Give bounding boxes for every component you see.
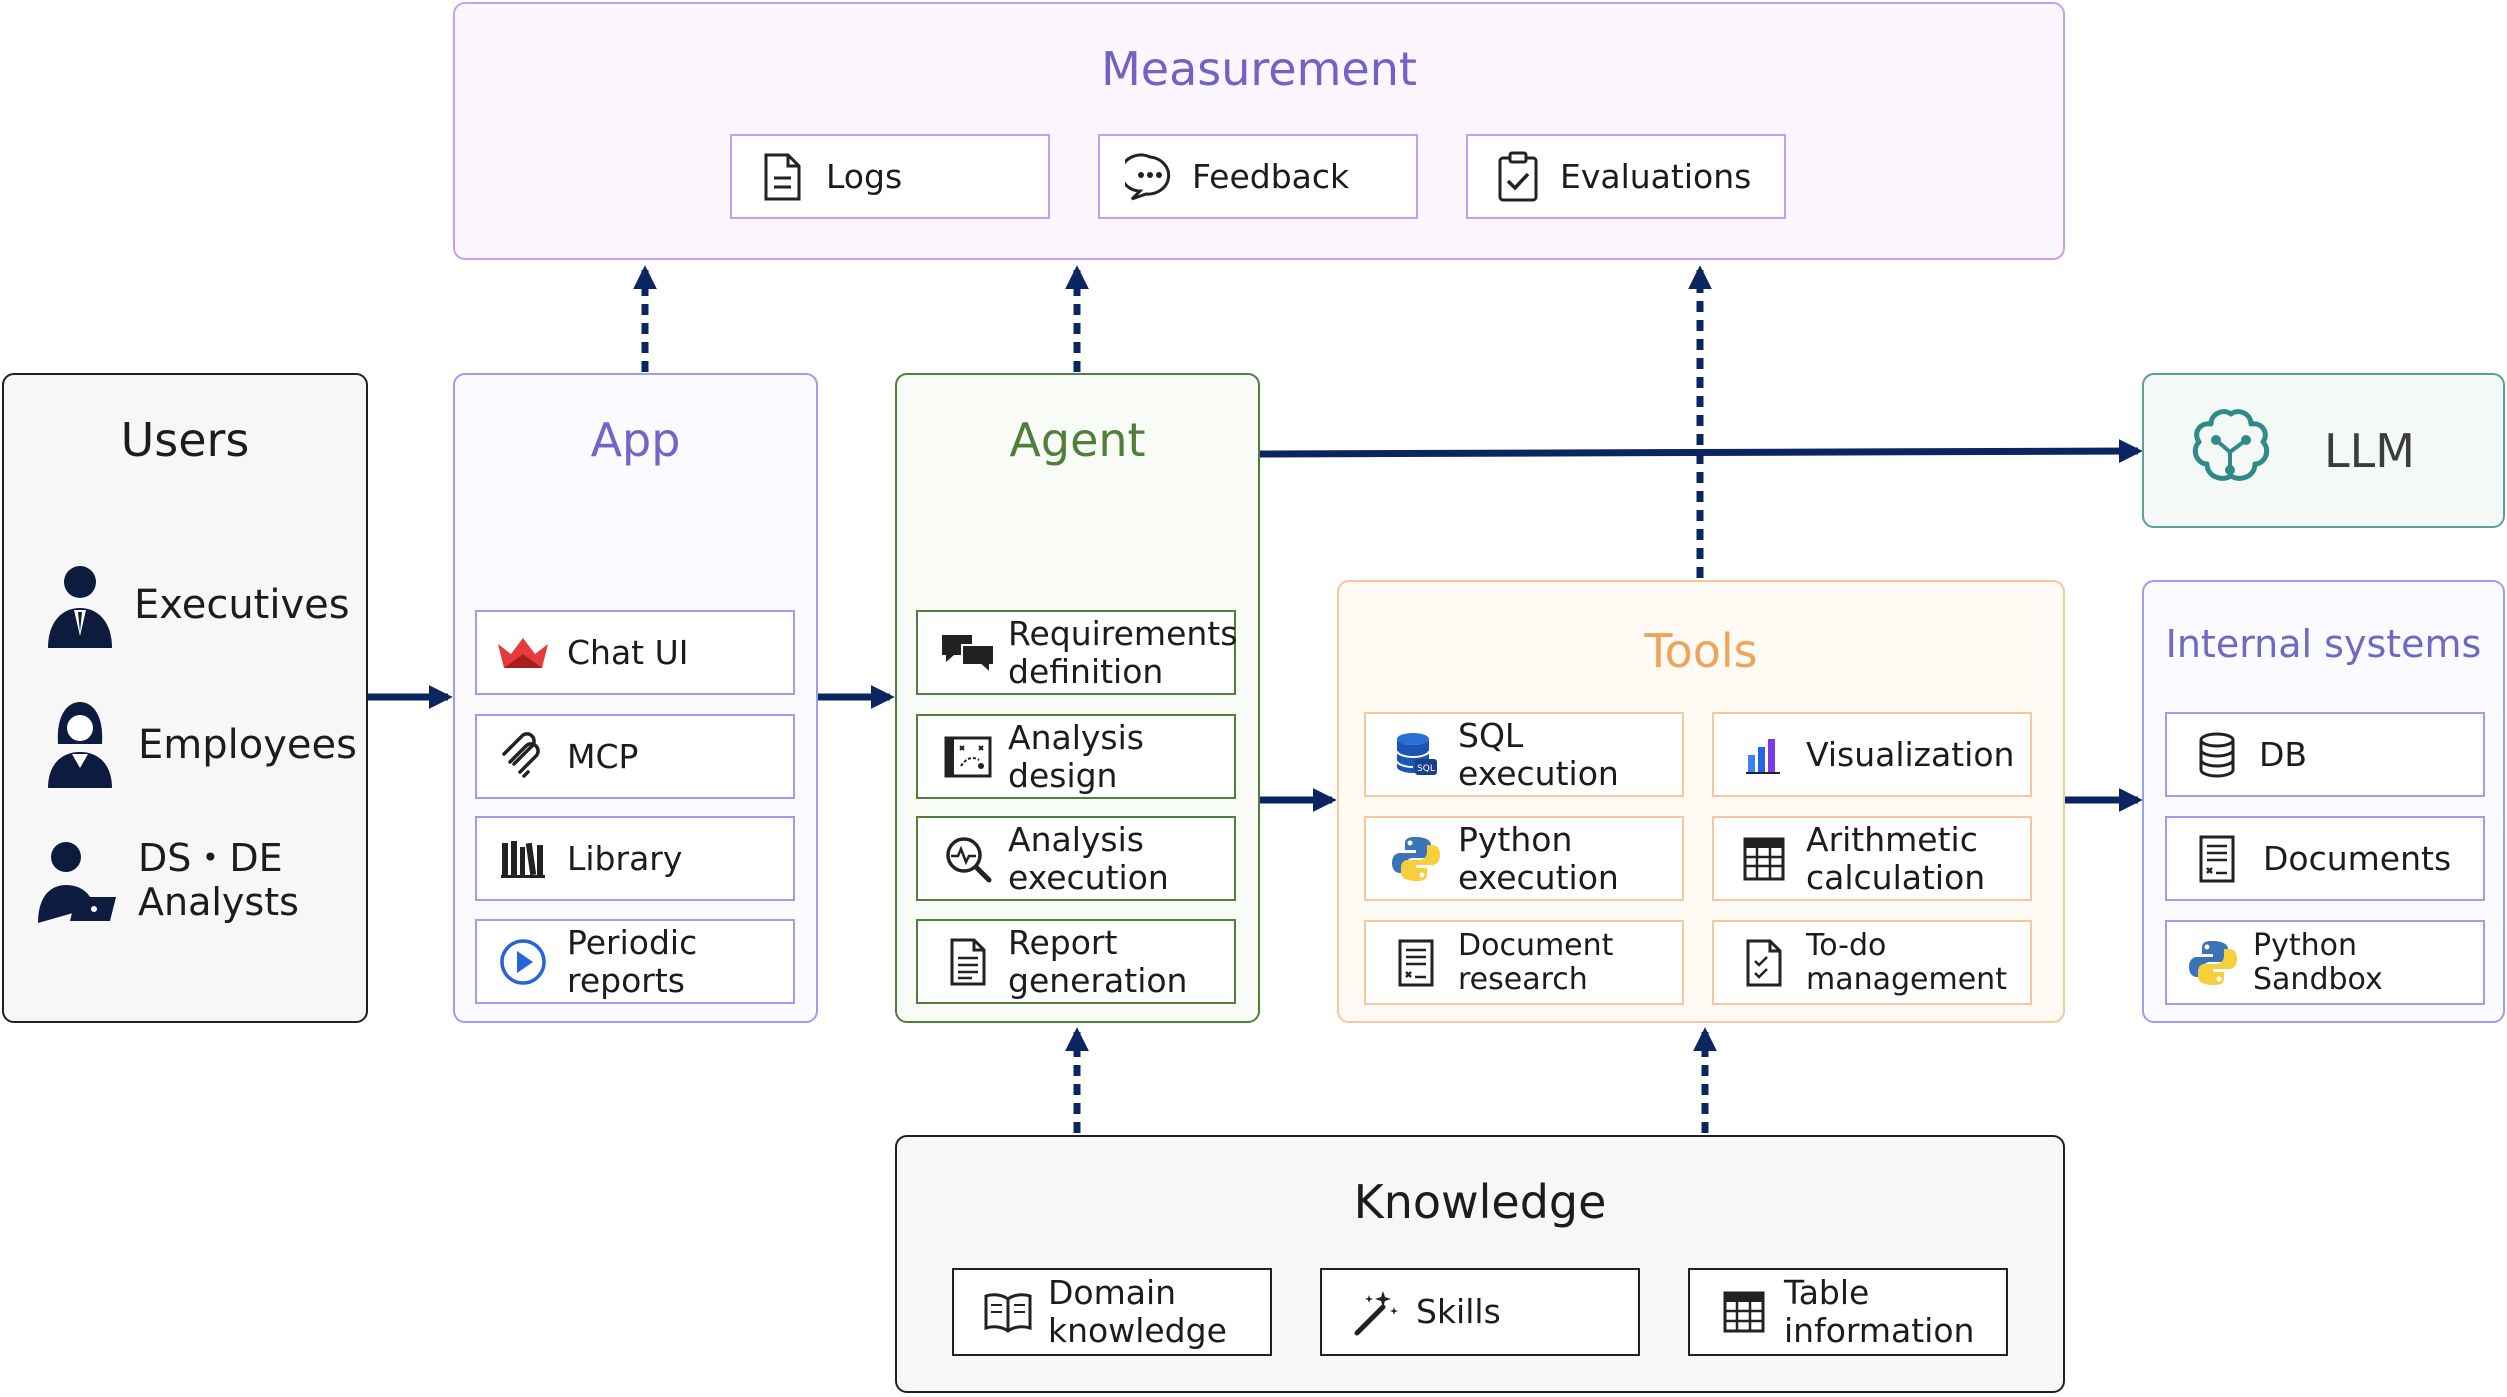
agent-item-analysis-design[interactable]: Analysis design <box>916 714 1236 799</box>
tools-label-sql: SQL execution <box>1458 715 1619 793</box>
table-grid-icon <box>1714 1282 1774 1342</box>
knowledge-item-domain[interactable]: Domain knowledge <box>952 1268 1272 1356</box>
play-circle-icon <box>493 932 553 992</box>
blueprint-icon <box>938 727 998 787</box>
llm-title: LLM <box>2324 423 2415 478</box>
user-label-employees: Employees <box>138 722 357 768</box>
internal-label-db: DB <box>2259 734 2308 774</box>
measurement-item-logs[interactable]: Logs <box>730 134 1050 219</box>
tools-title: Tools <box>1644 624 1758 678</box>
agent-label-analysis-design: Analysis design <box>1008 717 1144 795</box>
document-lines-icon <box>752 147 812 207</box>
measurement-item-feedback[interactable]: Feedback <box>1098 134 1418 219</box>
employee-person-icon <box>40 700 120 790</box>
measurement-label-evaluations: Evaluations <box>1560 156 1752 196</box>
user-label-analysts: DS・DE Analysts <box>138 836 299 924</box>
internal-item-db[interactable]: DB <box>2165 712 2485 797</box>
measurement-panel: Measurement <box>453 2 2065 260</box>
internal-label-documents: Documents <box>2263 838 2452 878</box>
agent-item-analysis-execution[interactable]: Analysis execution <box>916 816 1236 901</box>
knowledge-title: Knowledge <box>1353 1175 1607 1229</box>
magic-wand-icon <box>1346 1282 1406 1342</box>
app-item-mcp[interactable]: MCP <box>475 714 795 799</box>
knowledge-label-domain: Domain knowledge <box>1048 1273 1227 1350</box>
measurement-item-evaluations[interactable]: Evaluations <box>1466 134 1786 219</box>
document-form-icon <box>1386 933 1446 993</box>
tools-label-document-research: Document research <box>1458 927 1614 997</box>
knowledge-label-skills: Skills <box>1416 1292 1501 1331</box>
python-logo-icon <box>1386 829 1446 889</box>
analyst-laptop-icon <box>36 835 120 925</box>
user-employees: Employees <box>40 700 357 790</box>
tools-label-visualization: Visualization <box>1806 734 2015 774</box>
app-item-library[interactable]: Library <box>475 816 795 901</box>
chat-bubble-icon <box>1120 147 1180 207</box>
measurement-title: Measurement <box>1101 42 1417 96</box>
measurement-label-feedback: Feedback <box>1192 156 1350 196</box>
knowledge-item-skills[interactable]: Skills <box>1320 1268 1640 1356</box>
users-panel: Users <box>2 373 368 1023</box>
tools-item-arithmetic[interactable]: Arithmetic calculation <box>1712 816 2032 901</box>
mcp-logo-icon <box>493 727 553 787</box>
agent-label-analysis-execution: Analysis execution <box>1008 819 1169 897</box>
document-form-icon <box>2187 829 2247 889</box>
app-panel: App <box>453 373 818 1023</box>
executive-person-icon <box>40 560 120 650</box>
tools-item-python[interactable]: Python execution <box>1364 816 1684 901</box>
app-label-mcp: MCP <box>567 736 639 776</box>
agent-title: Agent <box>1009 413 1146 467</box>
tools-item-todo[interactable]: To-do management <box>1712 920 2032 1005</box>
tools-item-sql[interactable]: SQL SQL execution <box>1364 712 1684 797</box>
app-label-periodic-reports: Periodic reports <box>567 922 698 1000</box>
library-books-icon <box>493 829 553 889</box>
users-title: Users <box>120 413 250 467</box>
measurement-label-logs: Logs <box>826 156 903 196</box>
user-label-executives: Executives <box>134 582 350 628</box>
app-item-chat-ui[interactable]: Chat UI <box>475 610 795 695</box>
knowledge-label-table: Table information <box>1784 1273 1975 1350</box>
app-label-library: Library <box>567 838 683 878</box>
agent-item-report-generation[interactable]: Report generation <box>916 919 1236 1004</box>
app-label-chat-ui: Chat UI <box>567 632 689 672</box>
agent-panel: Agent <box>895 373 1260 1023</box>
internal-item-python-sandbox[interactable]: Python Sandbox <box>2165 920 2485 1005</box>
agent-label-requirements: Requirements definition <box>1008 613 1238 691</box>
tools-item-document-research[interactable]: Document research <box>1364 920 1684 1005</box>
internal-item-documents[interactable]: Documents <box>2165 816 2485 901</box>
tools-label-todo: To-do management <box>1806 927 2007 997</box>
agent-item-requirements[interactable]: Requirements definition <box>916 610 1238 695</box>
clipboard-check-icon <box>1488 147 1548 207</box>
sql-database-icon: SQL <box>1386 725 1446 785</box>
speech-bubbles-icon <box>938 623 998 683</box>
checklist-icon <box>1734 933 1794 993</box>
knowledge-item-table[interactable]: Table information <box>1688 1268 2008 1356</box>
open-book-icon <box>978 1282 1038 1342</box>
magnifier-pulse-icon <box>938 829 998 889</box>
tools-label-python: Python execution <box>1458 819 1619 897</box>
arrow-agent-to-llm <box>1259 439 2143 463</box>
llm-panel[interactable]: LLM <box>2142 373 2505 528</box>
svg-text:SQL: SQL <box>1417 764 1435 774</box>
python-logo-icon <box>2183 933 2243 993</box>
app-title: App <box>590 413 681 467</box>
calculator-grid-icon <box>1734 829 1794 889</box>
agent-label-report-generation: Report generation <box>1008 922 1188 1000</box>
user-analysts: DS・DE Analysts <box>36 835 299 925</box>
tools-item-visualization[interactable]: Visualization <box>1712 712 2032 797</box>
database-icon <box>2187 725 2247 785</box>
user-executives: Executives <box>40 560 350 650</box>
brain-circuit-icon <box>2186 406 2276 496</box>
internal-systems-title: Internal systems <box>2165 622 2482 666</box>
bar-chart-icon <box>1734 725 1794 785</box>
app-item-periodic-reports[interactable]: Periodic reports <box>475 919 795 1004</box>
tools-label-arithmetic: Arithmetic calculation <box>1806 819 1986 897</box>
crown-logo-icon <box>493 623 553 683</box>
report-document-icon <box>938 932 998 992</box>
internal-label-python-sandbox: Python Sandbox <box>2253 927 2383 997</box>
